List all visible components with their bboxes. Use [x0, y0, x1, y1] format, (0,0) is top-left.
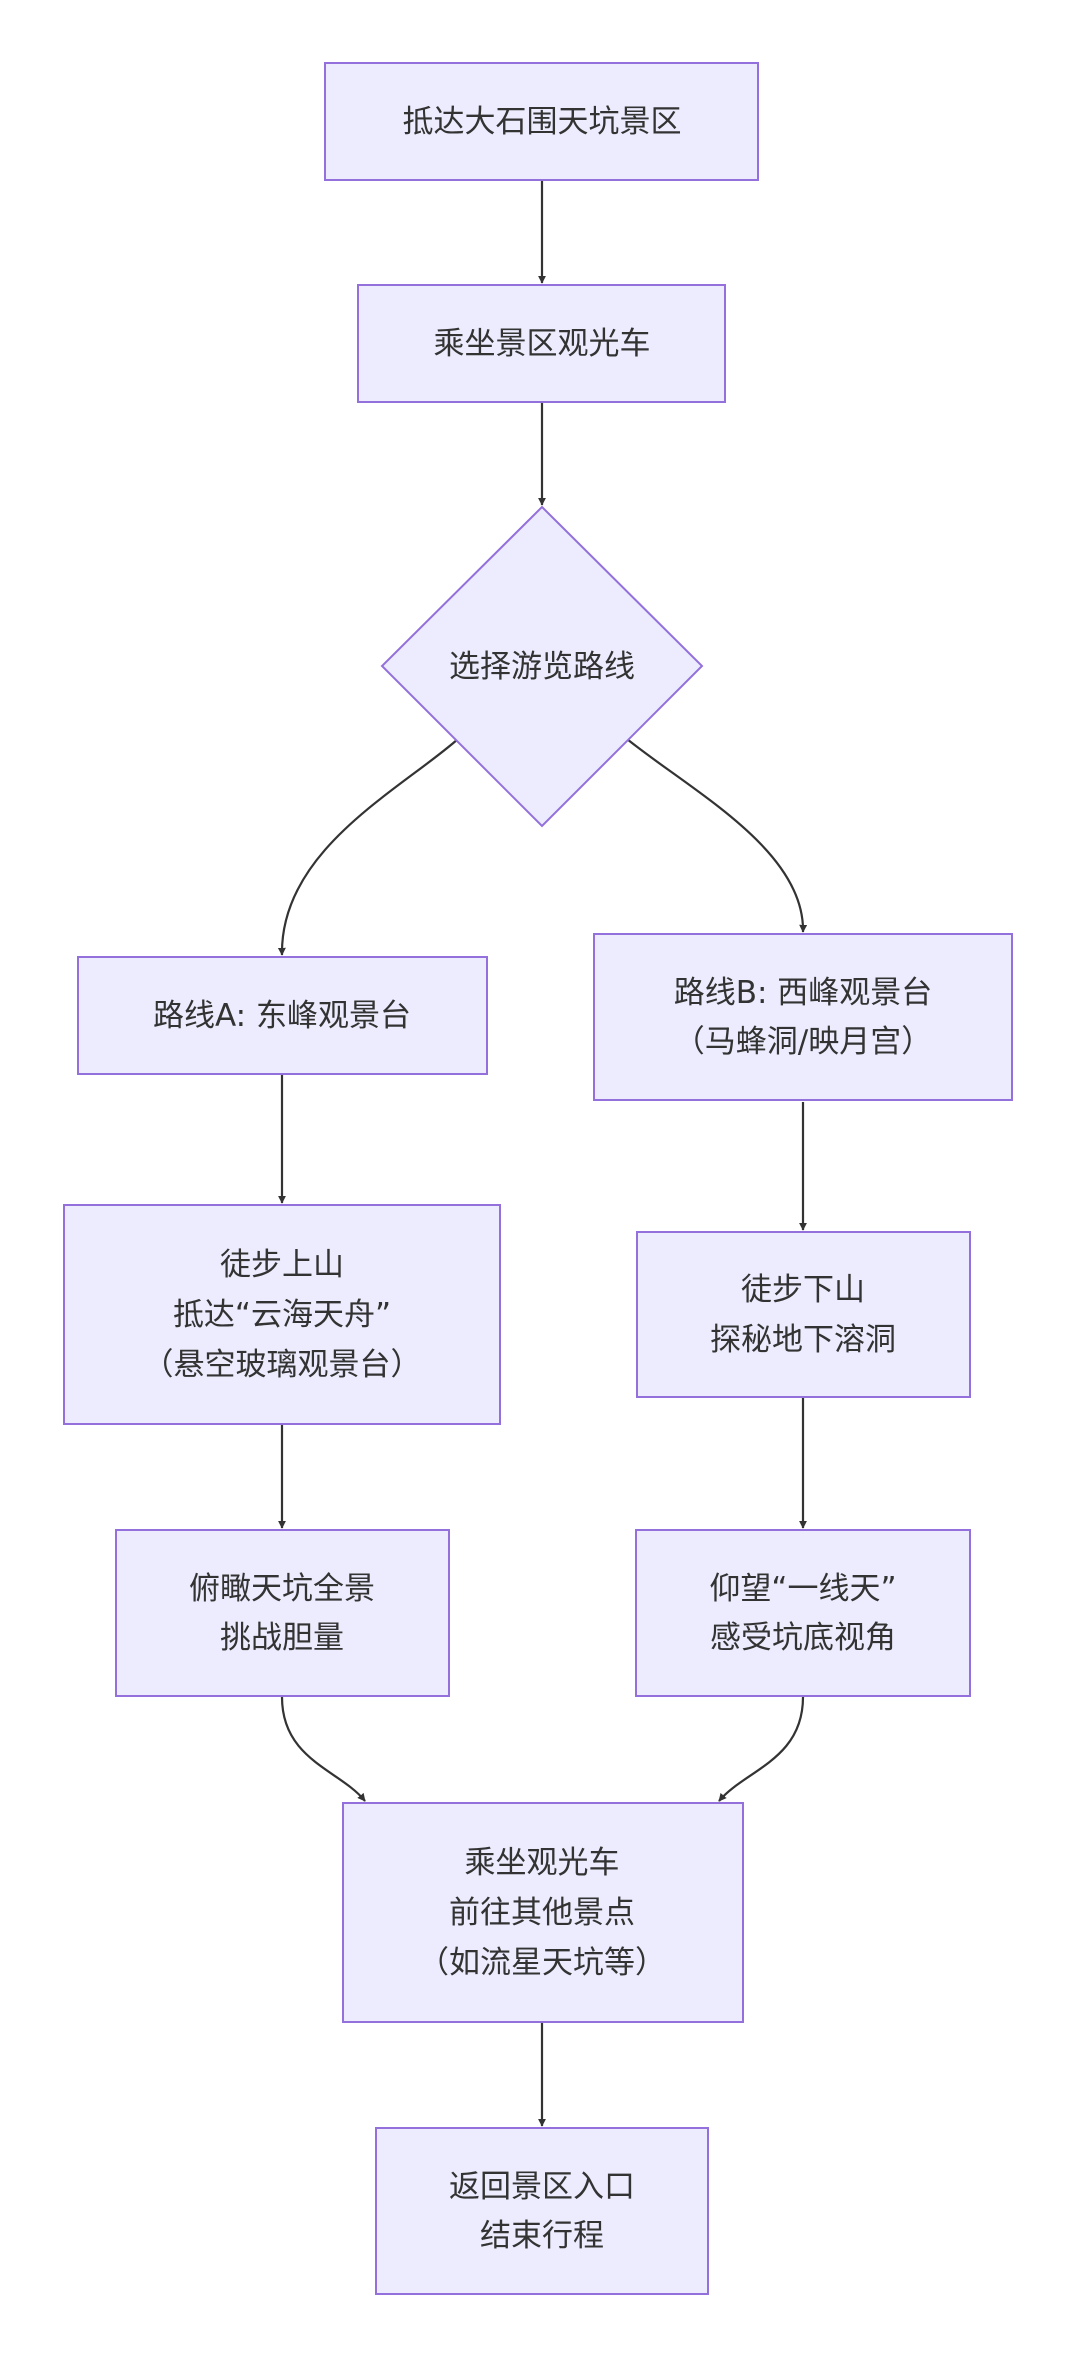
node-box-return: [375, 2127, 709, 2295]
node-label-look-up-line-1: 仰望“一线天”: [709, 1571, 896, 1607]
edge-look-up-to-shuttle-next: [718, 1696, 805, 1802]
node-box-hike-down: [636, 1231, 971, 1398]
decision-diamond: [380, 505, 704, 828]
node-arrive: 抵达大石围天坑景区: [324, 62, 759, 181]
node-hike-down: 徒步下山 探秘地下溶洞: [636, 1231, 971, 1398]
node-label-route-b-line-2: （马蜂洞/映月宫）: [674, 1024, 932, 1060]
node-label-hike-up-line-2: 抵达“云海天舟”: [173, 1297, 391, 1333]
edge-overlook-to-shuttle-next: [280, 1696, 366, 1802]
node-label-look-up-line-2: 感受坑底视角: [710, 1620, 896, 1656]
node-box-look-up: [635, 1529, 971, 1697]
node-box-shuttle-in: [357, 284, 726, 403]
node-route-a: 路线A: 东峰观景台: [77, 956, 488, 1075]
node-label-shuttle-next-line-3: （如流星天坑等）: [418, 1945, 666, 1981]
node-shuttle-next: 乘坐观光车 前往其他景点 （如流星天坑等）: [342, 1802, 744, 2023]
node-label-hike-up-line-3: （悬空玻璃观景台）: [143, 1347, 422, 1383]
edge-choose-to-route-b: [626, 738, 808, 933]
node-box-route-a: [77, 956, 488, 1075]
decision-label: 选择游览路线: [449, 649, 635, 685]
edge-choose-to-route-a: [277, 738, 459, 956]
node-label-route-b-line-1: 路线B: 西峰观景台: [674, 975, 933, 1011]
node-label-shuttle-next-line-2: 前往其他景点: [449, 1895, 635, 1931]
node-box-arrive: [324, 62, 759, 181]
node-label-return-line-1: 返回景区入口: [449, 2169, 635, 2205]
node-shuttle-in: 乘坐景区观光车: [357, 284, 726, 403]
edges: [277, 181, 808, 2127]
node-box-shuttle-next: [342, 1802, 744, 2023]
node-box-hike-up: [63, 1204, 501, 1425]
node-label-route-a: 路线A: 东峰观景台: [153, 998, 411, 1034]
node-label-shuttle-in: 乘坐景区观光车: [434, 326, 651, 362]
node-label-overlook-line-2: 挑战胆量: [220, 1620, 344, 1656]
node-box-overlook: [115, 1529, 450, 1697]
node-label-overlook-line-1: 俯瞰天坑全景: [189, 1571, 375, 1607]
node-label-hike-down-line-1: 徒步下山: [741, 1272, 865, 1308]
node-box-route-b: [593, 933, 1013, 1101]
decision-choose-route: 选择游览路线: [380, 505, 704, 828]
node-label-arrive: 抵达大石围天坑景区: [403, 104, 682, 140]
node-look-up: 仰望“一线天” 感受坑底视角: [635, 1529, 971, 1697]
node-label-return-line-2: 结束行程: [480, 2218, 604, 2254]
node-label-hike-up-line-1: 徒步上山: [220, 1247, 344, 1283]
node-label-shuttle-next-line-1: 乘坐观光车: [465, 1845, 620, 1881]
node-return: 返回景区入口 结束行程: [375, 2127, 709, 2295]
node-hike-up: 徒步上山 抵达“云海天舟” （悬空玻璃观景台）: [63, 1204, 501, 1425]
node-overlook: 俯瞰天坑全景 挑战胆量: [115, 1529, 450, 1697]
node-route-b: 路线B: 西峰观景台 （马蜂洞/映月宫）: [593, 933, 1013, 1101]
node-label-hike-down-line-2: 探秘地下溶洞: [710, 1322, 896, 1358]
